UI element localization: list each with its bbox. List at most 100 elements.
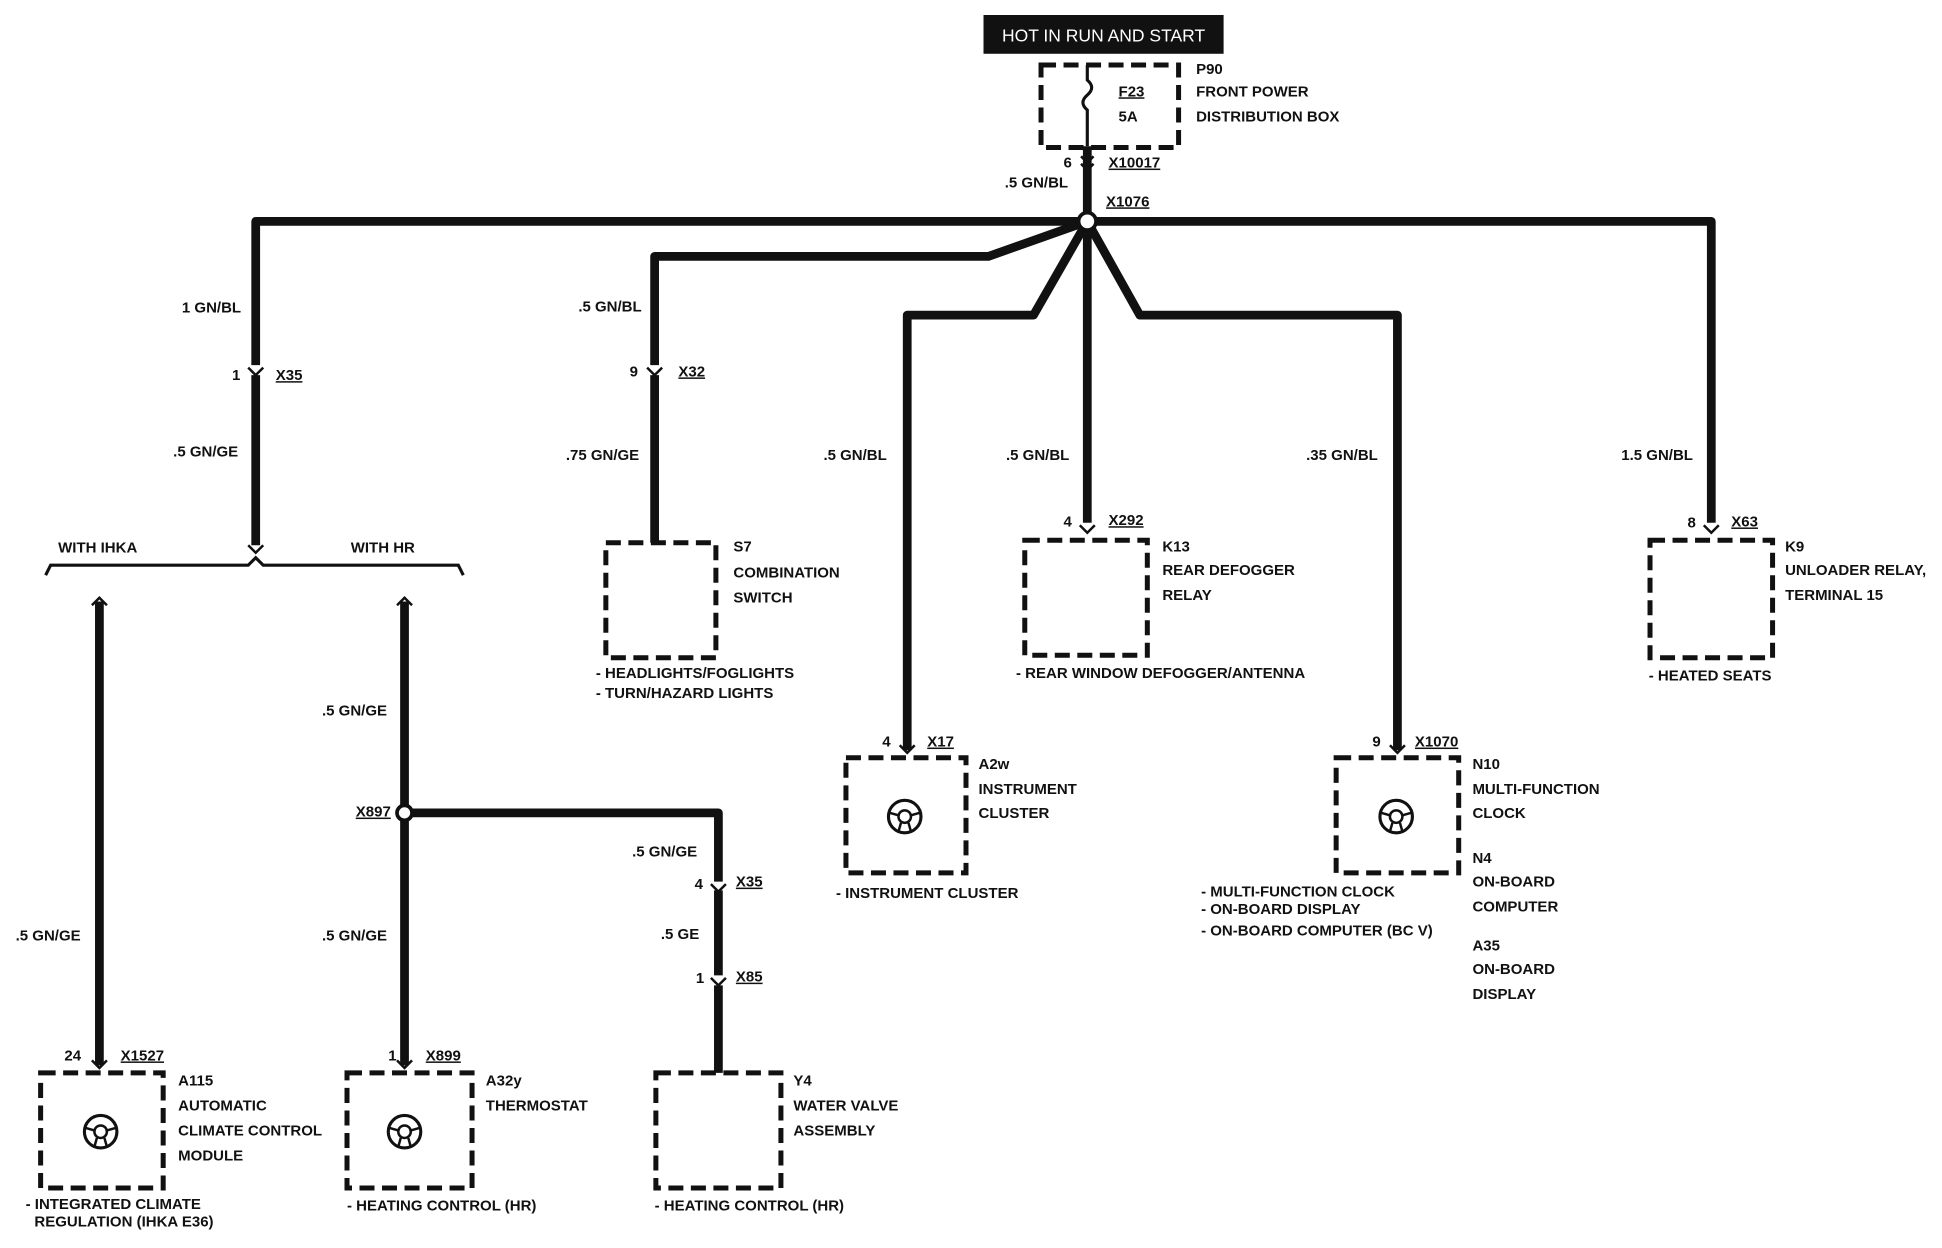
connector-mark-x17 (898, 744, 916, 755)
left-wire-lower: .5 GN/GE (173, 443, 238, 460)
a35-line-2: DISPLAY (1472, 986, 1536, 1003)
left-connector: X35 (276, 367, 303, 384)
k13-line-2: RELAY (1162, 587, 1211, 604)
header-box (983, 15, 1224, 54)
y4-id: Y4 (793, 1072, 812, 1089)
k9-conn: X63 (1731, 513, 1758, 530)
k13-desc: - REAR WINDOW DEFOGGER/ANTENNA (1016, 665, 1305, 682)
x897-label: X897 (356, 804, 391, 821)
s7-pin: 9 (630, 363, 638, 380)
pdb-line-2: DISTRIBUTION BOX (1196, 108, 1339, 125)
a115-pin: 24 (64, 1047, 81, 1064)
y4-desc: - HEATING CONTROL (HR) (655, 1197, 844, 1214)
option-ihka: WITH IHKA (58, 540, 137, 557)
wire-bus-left (251, 216, 1088, 366)
a115-ecu-icon (82, 1113, 119, 1150)
connector-mark-hr-top (396, 595, 413, 607)
k9-pin: 8 (1688, 515, 1696, 532)
a2w-line-1: INSTRUMENT (979, 781, 1077, 798)
connector-marks (91, 155, 1720, 1070)
a32y-box (344, 1070, 475, 1191)
k9-line-2: TERMINAL 15 (1785, 587, 1883, 604)
connector-mark-x1527 (91, 1059, 108, 1070)
s7-wire-upper: .5 GN/BL (578, 298, 641, 315)
wire-bus-right (1087, 216, 1716, 523)
a115-line-2: CLIMATE CONTROL (178, 1122, 322, 1139)
k13-line-1: REAR DEFOGGER (1162, 562, 1295, 579)
k9-line-1: UNLOADER RELAY, (1785, 562, 1926, 579)
hr-wire-upper: .5 GN/GE (322, 702, 387, 719)
a32y-id: A32y (486, 1072, 523, 1089)
n10-box (1333, 755, 1462, 876)
y4-pin-2: 1 (696, 970, 704, 987)
connector-mark-x292 (1078, 524, 1096, 535)
s7-line-2: SWITCH (733, 590, 792, 607)
s7-connector: X32 (678, 363, 705, 380)
a115-id: A115 (178, 1072, 213, 1089)
a115-conn: X1527 (121, 1047, 164, 1064)
connector-mark-x10017 (1080, 155, 1095, 172)
k9-box (1647, 537, 1776, 661)
s7-wire-lower: .75 GN/GE (566, 447, 639, 464)
top-connector: X10017 (1109, 155, 1161, 172)
a2w-box (843, 755, 969, 876)
connector-mark-x1070 (1389, 744, 1406, 755)
n10-wire-label: .35 GN/BL (1306, 447, 1378, 464)
header-text: HOT IN RUN AND START (1002, 25, 1206, 45)
a2w-desc: - INSTRUMENT CLUSTER (836, 885, 1019, 902)
s7-line-1: COMBINATION (733, 565, 839, 582)
k13-conn: X292 (1109, 512, 1144, 529)
k13-id: K13 (1162, 538, 1190, 555)
n4-line-1: ON-BOARD (1472, 874, 1555, 891)
a2w-ecu-icon (886, 798, 923, 835)
a115-box (38, 1070, 166, 1191)
fuse-rating: 5A (1119, 108, 1138, 125)
connector-mark-x899 (396, 1059, 413, 1070)
fuse-symbol (1081, 65, 1094, 147)
pdb-box (1038, 62, 1182, 151)
y4-pin-1: 4 (695, 876, 704, 893)
connector-mark-x85 (710, 977, 727, 988)
a115-line-3: MODULE (178, 1147, 243, 1164)
a2w-id: A2w (979, 756, 1010, 773)
left-wire-upper: 1 GN/BL (182, 300, 241, 317)
s7-desc-2: - TURN/HAZARD LIGHTS (596, 685, 773, 702)
k9-id: K9 (1785, 538, 1804, 555)
connector-mark-ihka-top (91, 595, 108, 607)
a2w-wire-label: .5 GN/BL (823, 447, 886, 464)
a35-line-1: ON-BOARD (1472, 961, 1555, 978)
n10-desc-1: - MULTI-FUNCTION CLOCK (1201, 884, 1395, 901)
splice-x897 (395, 803, 414, 823)
wires (95, 146, 1716, 1073)
connector-mark-x35b (710, 883, 727, 894)
a115-desc-1: - INTEGRATED CLIMATE (26, 1196, 201, 1213)
n10-line-1: MULTI-FUNCTION (1472, 781, 1599, 798)
splice-x1076 (1076, 210, 1098, 232)
a2w-line-2: CLUSTER (979, 805, 1050, 822)
n10-pin: 9 (1372, 734, 1380, 751)
a32y-ecu-icon (386, 1113, 423, 1150)
n10-line-2: CLOCK (1472, 805, 1525, 822)
n4-line-2: COMPUTER (1472, 899, 1558, 916)
wire-y4-upper (404, 808, 723, 882)
pdb-id: P90 (1196, 61, 1223, 78)
n10-conn: X1070 (1415, 734, 1458, 751)
a32y-desc: - HEATING CONTROL (HR) (347, 1197, 536, 1214)
n4-id: N4 (1472, 850, 1492, 867)
wire-a2w (902, 219, 1092, 751)
y4-box (653, 1070, 784, 1191)
a115-line-1: AUTOMATIC (178, 1097, 267, 1114)
a32y-conn: X899 (426, 1047, 461, 1064)
k13-pin: 4 (1064, 513, 1073, 530)
y4-line-2: ASSEMBLY (793, 1122, 875, 1139)
s7-desc-1: - HEADLIGHTS/FOGLIGHTS (596, 665, 794, 682)
splice-label: X1076 (1106, 193, 1149, 210)
k9-wire-label: 1.5 GN/BL (1621, 447, 1693, 464)
connector-mark-x63 (1702, 524, 1720, 535)
k13-box (1022, 537, 1150, 658)
a115-desc-2: REGULATION (IHKA E36) (34, 1214, 213, 1231)
n10-id: N10 (1472, 756, 1500, 773)
pdb-line-1: FRONT POWER (1196, 83, 1309, 100)
